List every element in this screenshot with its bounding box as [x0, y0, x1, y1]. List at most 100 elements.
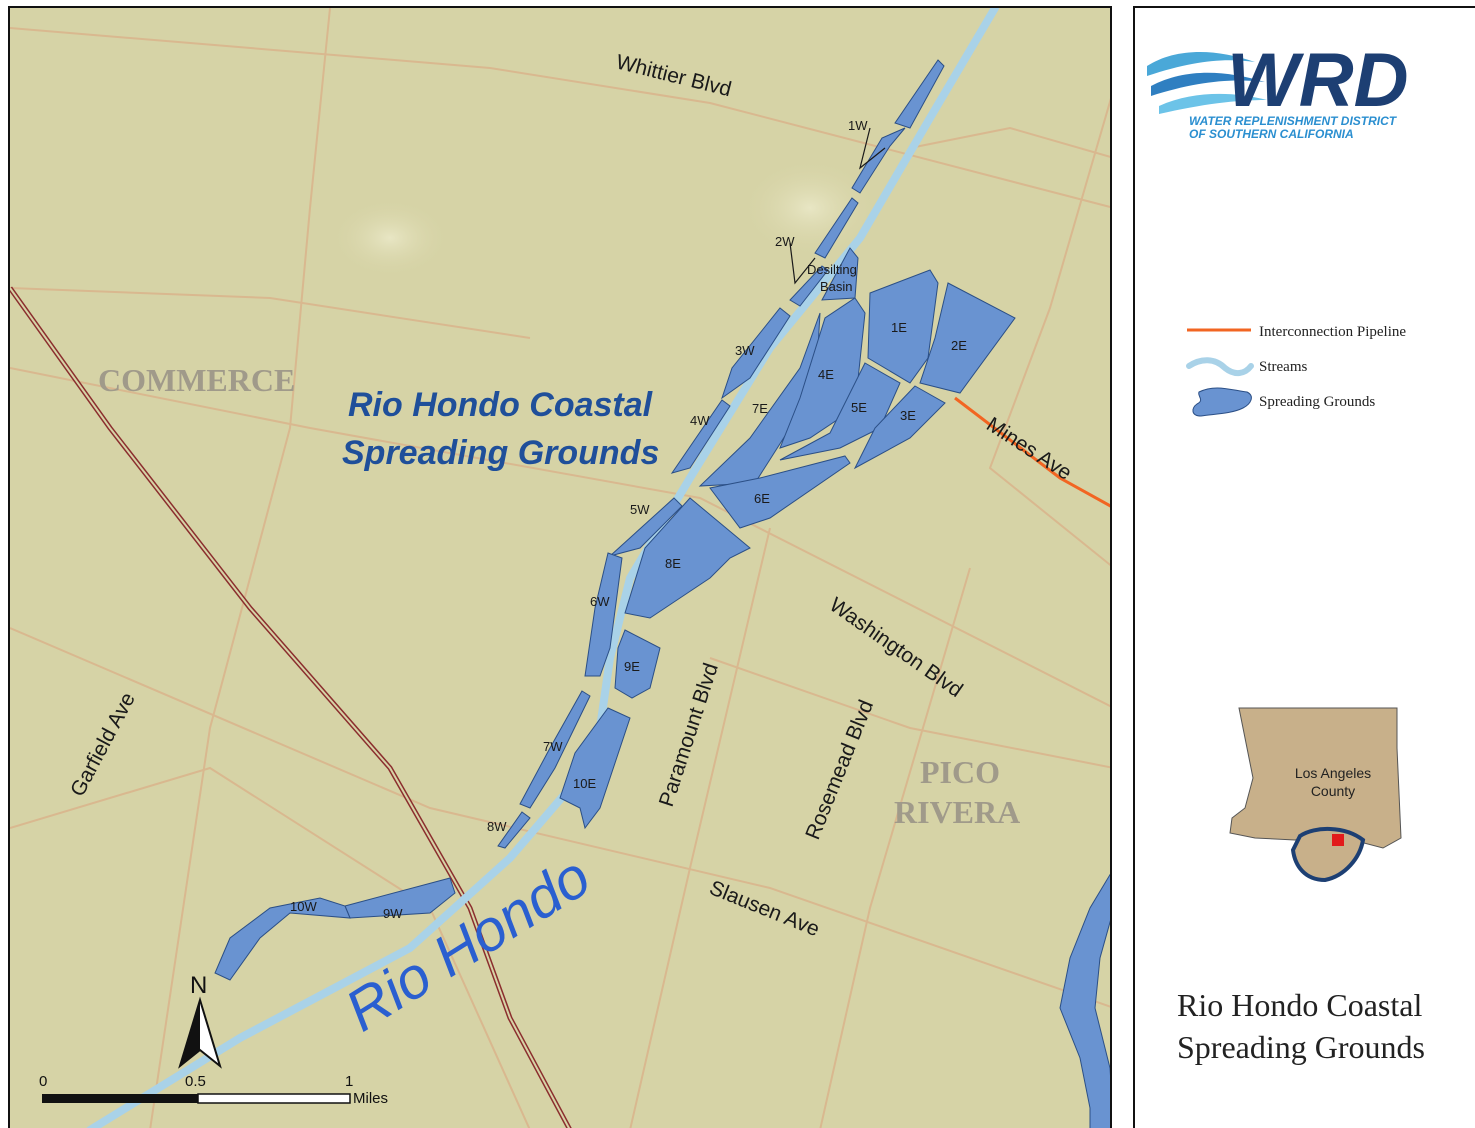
pond-label-4w: 4W: [690, 413, 710, 428]
logo-wave-icon: [1159, 93, 1267, 114]
scale-unit: Miles: [353, 1090, 388, 1107]
road-washington: [10, 367, 1110, 708]
pond-2e: [919, 282, 1016, 394]
pond-label-3w: 3W: [735, 343, 755, 358]
pond-label-10e: 10E: [573, 776, 596, 791]
pond-1w-b: [851, 127, 906, 194]
scale-bar-segment-light: [197, 1093, 351, 1104]
road-minor: [988, 98, 1110, 567]
legend: Interconnection Pipeline Streams Spreadi…: [1186, 324, 1406, 417]
road-minor: [909, 126, 1110, 158]
pond-label-8e: 8E: [665, 556, 681, 571]
pond-3e: [853, 385, 946, 470]
road-minor: [10, 766, 531, 1128]
inset-wrd-boundary: [1290, 826, 1366, 883]
side-title: Rio Hondo Coastal Spreading Grounds: [1177, 987, 1425, 1065]
wrd-logo: WRD WATER REPLENISHMENT DISTRICT OF SOUT…: [1147, 38, 1409, 141]
road-slausen: [10, 627, 1110, 1008]
city-label-commerce: COMMERCE: [98, 362, 295, 398]
logo-subtitle-2: OF SOUTHERN CALIFORNIA: [1189, 127, 1354, 141]
inset-label-line1: Los Angeles: [1295, 765, 1371, 781]
legend-spreading-swatch: [1192, 387, 1252, 417]
pond-3w: [721, 307, 791, 400]
pond-2w: [814, 197, 859, 259]
pond-5w: [609, 497, 683, 557]
legend-streams-swatch: [1186, 357, 1254, 376]
city-label-rivera: RIVERA: [894, 794, 1020, 830]
land-background: [10, 8, 1110, 1128]
spreading-grounds: [214, 59, 1110, 1128]
pond-label-9e: 9E: [624, 659, 640, 674]
pond-label-6e: 6E: [754, 491, 770, 506]
pond-9e: [614, 629, 661, 699]
legend-streams-label: Streams: [1259, 359, 1307, 375]
pond-label-basin: Basin: [820, 279, 853, 294]
pond-7w: [519, 690, 591, 809]
legend-pipeline-label: Interconnection Pipeline: [1259, 324, 1406, 340]
terrain-shade: [330, 198, 450, 278]
pond-label-7w: 7W: [543, 739, 563, 754]
road-rosemead: [819, 567, 971, 1128]
map-title-line1: Rio Hondo Coastal: [348, 386, 654, 424]
rio-hondo-stream: [86, 8, 999, 1128]
road-minor: [709, 657, 1110, 769]
scale-tick-0: 0: [39, 1073, 47, 1090]
pond-label-8w: 8W: [487, 819, 507, 834]
inset-county-shape: [1229, 707, 1402, 849]
pond-8w: [497, 811, 531, 849]
logo-wave-icon: [1147, 51, 1255, 76]
pond-6e: [709, 455, 851, 529]
terrain-shade: [740, 158, 880, 258]
scale-bar: 0 0.5 1 Miles: [39, 1073, 388, 1107]
north-arrow-fill: [180, 1000, 200, 1066]
road-paramount: [629, 527, 771, 1128]
rail-line-inner: [10, 287, 571, 1128]
logo-subtitle-1: WATER REPLENISHMENT DISTRICT: [1189, 114, 1398, 128]
map-canvas: 1W 2W Desilting Basin 3W 4W 5W 6W 7W 8W …: [10, 8, 1110, 1128]
leader-2w: [789, 242, 816, 285]
pond-label-1w: 1W: [848, 118, 868, 133]
inset-label-line2: County: [1311, 783, 1355, 799]
pond-4w: [670, 399, 731, 474]
logo-text: WRD: [1227, 38, 1409, 123]
pond-1w-a: [894, 59, 945, 129]
pond-label-desilting: Desilting: [807, 262, 857, 277]
interconnection-pipeline: [954, 396, 1110, 508]
scale-bar-segment-dark: [42, 1094, 198, 1103]
rail-lines: [10, 286, 572, 1128]
legend-spreading-label: Spreading Grounds: [1259, 394, 1375, 410]
pond-6w: [584, 552, 623, 677]
pond-10w: [214, 897, 351, 981]
inset-map-la-county: Los Angeles County: [1229, 707, 1402, 883]
inset-location-marker: [1332, 834, 1344, 846]
side-canvas: WRD WATER REPLENISHMENT DISTRICT OF SOUT…: [1147, 38, 1409, 883]
pond-10e: [559, 707, 631, 830]
pond-2w-b: [789, 265, 829, 307]
pond-5e: [779, 362, 901, 461]
logo-wave-icon: [1151, 72, 1265, 96]
pond-label-7e: 7E: [752, 401, 768, 416]
pond-label-2w: 2W: [775, 234, 795, 249]
pond-label-4e: 4E: [818, 367, 834, 382]
pond-8e: [624, 497, 751, 619]
scale-tick-1: 1: [345, 1073, 353, 1090]
map-panel: 1W 2W Desilting Basin 3W 4W 5W 6W 7W 8W …: [8, 6, 1112, 1128]
pond-9w: [344, 877, 456, 919]
road-minor: [10, 287, 531, 339]
pond-label-5w: 5W: [630, 502, 650, 517]
pond-label-10w: 10W: [290, 899, 317, 914]
pond-label-9w: 9W: [383, 906, 403, 921]
leader-lines: [789, 127, 886, 285]
pond-label-2e: 2E: [951, 338, 967, 353]
pond-stream-east: [1059, 873, 1110, 1128]
leader-1w: [858, 127, 886, 170]
north-label: N: [190, 972, 207, 999]
pond-label-5e: 5E: [851, 400, 867, 415]
north-arrow-icon: N: [178, 972, 222, 1069]
pond-label-6w: 6W: [590, 594, 610, 609]
map-title-line2: Spreading Grounds: [342, 434, 659, 472]
pond-label-1e: 1E: [891, 320, 907, 335]
scale-tick-0-5: 0.5: [185, 1073, 206, 1090]
road-garfield: [149, 8, 331, 1128]
city-label-pico: PICO: [920, 754, 1000, 790]
